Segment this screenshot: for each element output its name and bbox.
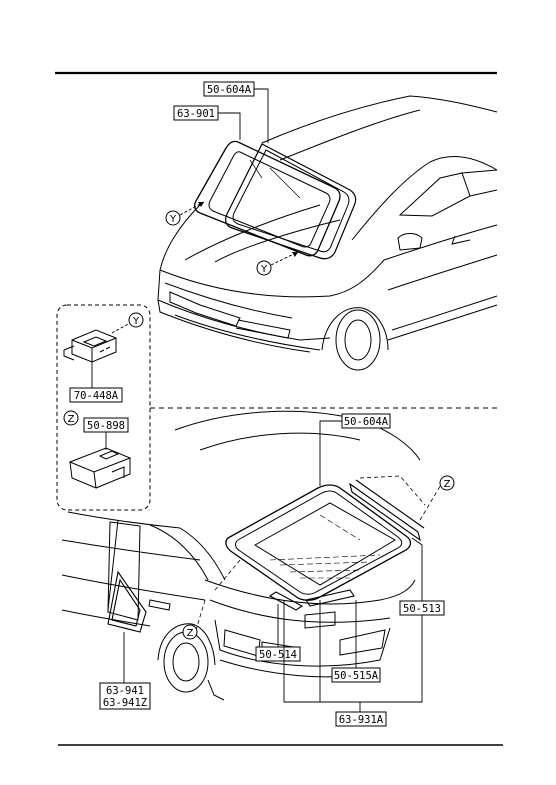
marker-y-inset: Y — [128, 312, 144, 328]
label-rear-molding-side: 50-513 — [399, 600, 445, 616]
rear-glass-shape — [254, 502, 396, 586]
svg-text:63-931A: 63-931A — [339, 714, 384, 726]
svg-text:Z: Z — [68, 414, 75, 425]
label-rear-molding: 50-604A — [341, 413, 391, 429]
label-rear-molding-lower-a: 50-515A — [331, 667, 381, 683]
svg-text:50-514: 50-514 — [259, 649, 297, 661]
svg-text:Y: Y — [132, 316, 140, 327]
leader-rear-molding — [319, 420, 342, 486]
marker-z-lower: Z — [182, 624, 198, 640]
svg-text:50-513: 50-513 — [403, 603, 441, 615]
fastener-clip-drawing — [63, 329, 117, 363]
spacer-clip-drawing — [68, 447, 132, 489]
leader-windshield-glass — [218, 112, 241, 140]
label-fastener-clip: 70-448A — [69, 387, 123, 403]
marker-z-right: Z — [439, 475, 455, 491]
rear-side-molding-shape — [268, 479, 425, 611]
label-windshield-molding: 50-604A — [203, 81, 255, 97]
detail-inset-panel — [56, 304, 151, 511]
rear-molding-shape — [225, 484, 412, 601]
label-windshield-glass: 63-901 — [173, 105, 219, 121]
label-rear-glass: 63-931A — [335, 711, 387, 727]
front-car-illustration — [157, 95, 498, 371]
svg-text:Y: Y — [260, 264, 268, 275]
label-rear-molding-lower: 50-514 — [255, 646, 301, 662]
marker-y-left: Y — [165, 210, 181, 226]
label-spacer-clip: 50-898 — [83, 417, 129, 433]
svg-text:63-941: 63-941 — [106, 685, 144, 697]
svg-text:50-604A: 50-604A — [344, 416, 389, 428]
marker-z-inset: Z — [63, 410, 79, 426]
svg-text:Z: Z — [187, 628, 194, 639]
marker-y-bottom: Y — [256, 260, 272, 276]
leader-rear-molding-side — [411, 537, 423, 601]
svg-text:50-898: 50-898 — [87, 420, 125, 432]
leader-windshield-molding — [254, 88, 269, 143]
svg-text:50-604A: 50-604A — [207, 84, 252, 96]
svg-text:Y: Y — [169, 214, 177, 225]
windshield-glass-shape — [193, 140, 341, 257]
arrow-to-y-inset — [111, 322, 131, 334]
bracket-rear-glass — [283, 600, 423, 703]
rear-alignment-lines — [195, 475, 443, 631]
svg-text:50-515A: 50-515A — [334, 670, 379, 682]
svg-text:70-448A: 70-448A — [74, 390, 119, 402]
svg-text:63-941Z: 63-941Z — [103, 697, 147, 709]
svg-text:63-901: 63-901 — [177, 108, 215, 120]
svg-text:Z: Z — [444, 479, 451, 490]
quarter-glass-shape — [107, 570, 147, 633]
label-quarter-glass: 63-941 63-941Z — [99, 682, 151, 710]
